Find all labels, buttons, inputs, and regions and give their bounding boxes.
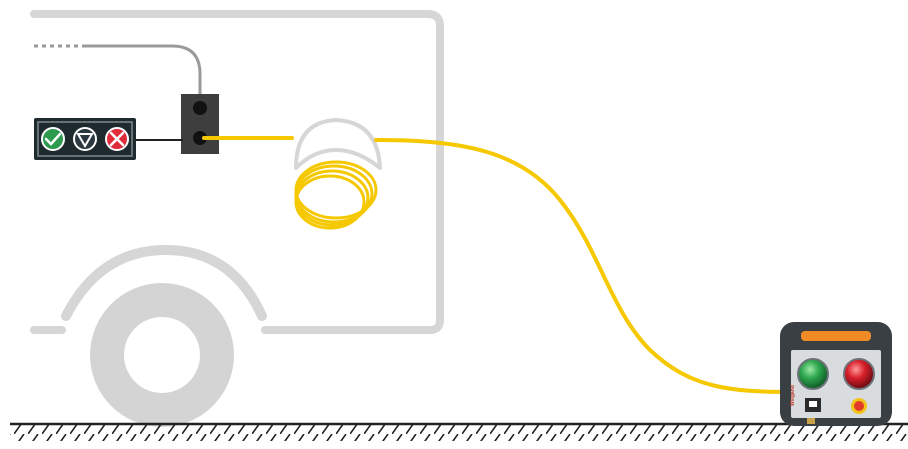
green-lamp: [797, 358, 829, 390]
reel-hook: [294, 118, 382, 170]
wheel-arch: [61, 244, 267, 321]
ground-hatch: [10, 425, 908, 441]
socket-lower: [193, 131, 207, 145]
ground: [10, 422, 908, 441]
control-unit-ground-clip: [807, 418, 815, 424]
control-unit-handle-accent: [801, 331, 871, 341]
cable-coil-4: [294, 174, 366, 230]
stop-button: [854, 401, 864, 411]
indicator-panel-inner: [37, 121, 133, 157]
cable-reel: [294, 118, 382, 230]
checkmark-icon: [41, 127, 65, 151]
vehicle: [30, 10, 444, 427]
indicator-panel: [34, 118, 136, 160]
red-lamp: [843, 358, 875, 390]
wheel-rim: [124, 317, 200, 393]
control-unit-connector-port: [809, 401, 817, 407]
signal-line: [34, 44, 202, 96]
control-unit: Wiegand: [780, 322, 892, 426]
cross-icon: [105, 127, 129, 151]
signal-line-solid: [84, 44, 202, 96]
brand-label: Wiegand: [790, 385, 796, 406]
vehicle-body-outline: [30, 10, 444, 334]
socket-box: [181, 94, 219, 154]
grounding-cable: [202, 136, 794, 394]
triangle-down-icon: [73, 127, 97, 151]
socket-upper: [193, 101, 207, 115]
